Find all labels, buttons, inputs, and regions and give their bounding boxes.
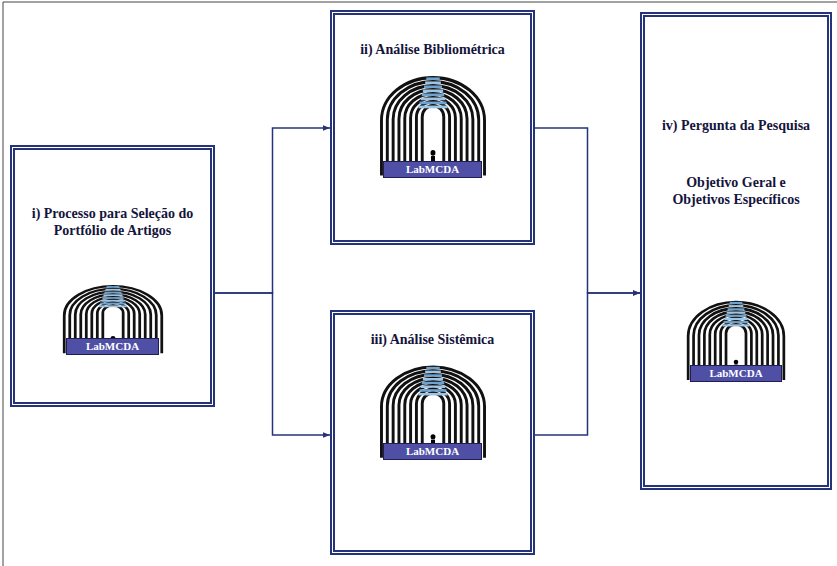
logo-bar: LabMCDA [66, 338, 159, 355]
logo-label: LabMCDA [406, 163, 459, 176]
process-box: iii) Análise SistêmicaLabMCDA [330, 310, 535, 555]
flow-arrow [215, 293, 330, 435]
flow-arrow [215, 128, 330, 293]
frame-line [3, 2, 4, 566]
logo-bar: LabMCDA [383, 443, 482, 460]
lab-logo: LabMCDA [377, 360, 489, 460]
box-title: iv) Pergunta da Pesquisa [662, 117, 810, 134]
process-box: iv) Pergunta da PesquisaObjetivo Geral e… [640, 12, 832, 490]
logo-label: LabMCDA [406, 445, 459, 458]
flow-arrow [535, 128, 640, 293]
lab-logo: LabMCDA [60, 281, 166, 355]
logo-bar: LabMCDA [690, 365, 782, 382]
flow-arrow [535, 293, 640, 435]
box-text: Objetivo Geral e Objetivos Específicos [656, 174, 816, 208]
box-title: ii) Análise Bibliométrica [360, 41, 505, 58]
logo-bar: LabMCDA [383, 161, 482, 178]
logo-label: LabMCDA [86, 340, 139, 353]
process-box: ii) Análise BibliométricaLabMCDA [330, 10, 535, 245]
process-box: i) Processo para Seleção do Portfólio de… [10, 145, 215, 407]
box-title: i) Processo para Seleção do Portfólio de… [28, 205, 198, 239]
lab-logo: LabMCDA [684, 296, 788, 382]
logo-label: LabMCDA [709, 367, 762, 380]
box-title: iii) Análise Sistêmica [371, 331, 495, 348]
lab-logo: LabMCDA [377, 70, 489, 178]
frame-line [3, 2, 837, 3]
